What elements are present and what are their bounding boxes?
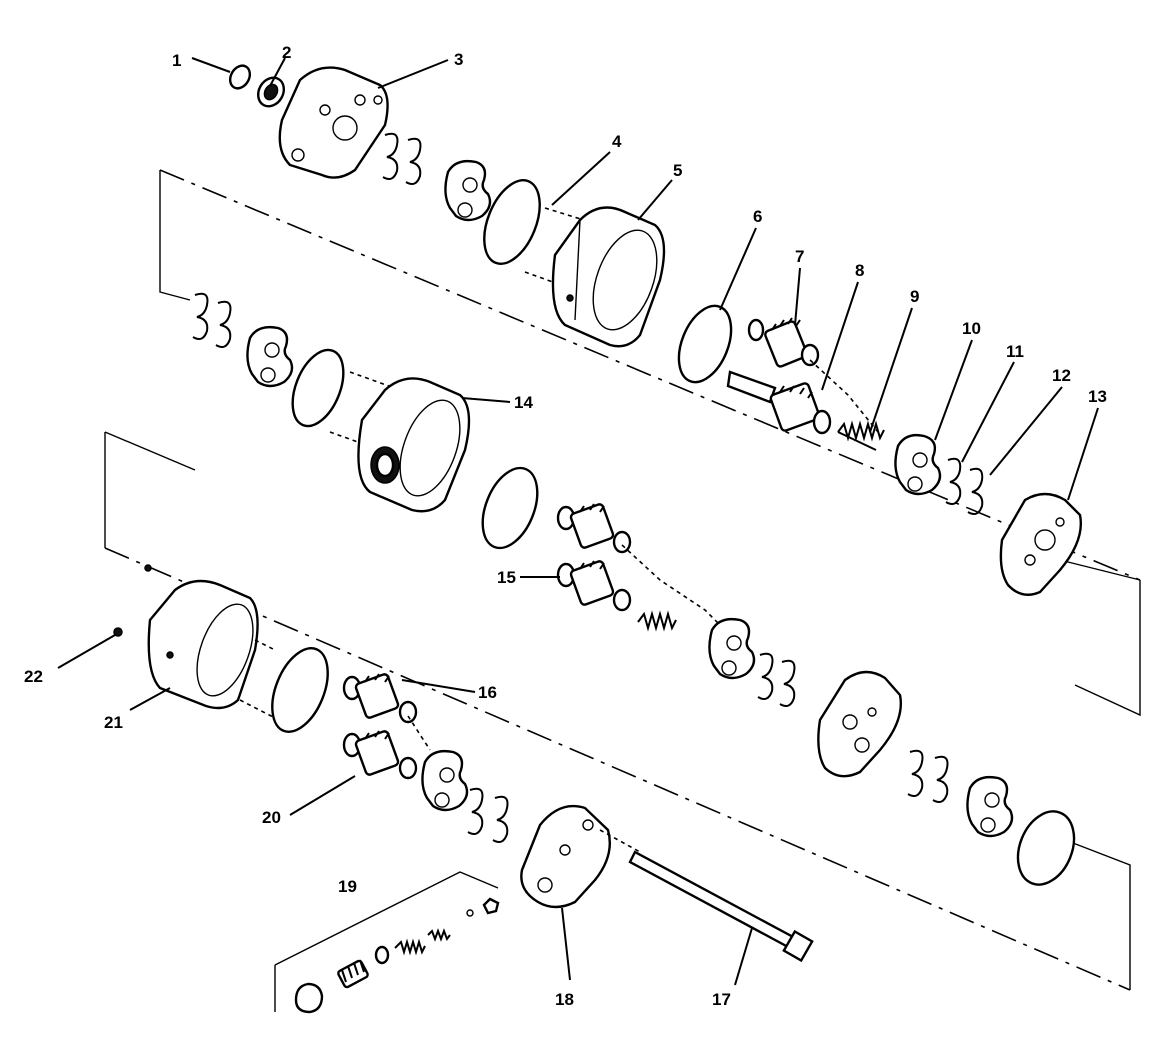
- centerline-group: [104, 169, 1141, 991]
- o-ring-middle-2: [481, 466, 539, 550]
- wear-plate-1: [444, 159, 492, 222]
- callout-20: 20: [262, 808, 281, 827]
- dowel-pin-upper: [144, 564, 152, 572]
- spring-middle: [637, 610, 677, 632]
- alignment-path-middle: [621, 544, 721, 626]
- callout-6: 6: [753, 207, 762, 226]
- bracket-right-lower: [1059, 837, 1131, 990]
- callout-18: 18: [555, 990, 574, 1009]
- drive-gear-part-7: [747, 317, 820, 368]
- seal-spring-pair-5: [467, 787, 509, 843]
- o-ring-part-4: [483, 179, 541, 265]
- bracket-right-upper-top: [1059, 559, 1141, 581]
- dowel-path-lower: [524, 271, 576, 291]
- callout-1: 1: [172, 51, 181, 70]
- callout-4: 4: [612, 132, 622, 151]
- dowel-path-upper: [544, 207, 601, 226]
- relief-valve-kit-part-19: [274, 871, 500, 1014]
- shaft-seal-part: [256, 76, 286, 108]
- seal-part-11: [945, 457, 962, 505]
- bracket-left-lower-top: [104, 431, 196, 471]
- dowel-pin-part-22: [113, 627, 123, 637]
- snap-ring-part: [228, 64, 252, 90]
- centerline-upper: [159, 169, 1141, 581]
- callout-3: 3: [454, 50, 463, 69]
- alignment-path-lower: [407, 715, 431, 751]
- bracket-right-upper: [1074, 580, 1141, 717]
- bracket-left-upper: [159, 170, 191, 301]
- seal-spring-pair-3: [757, 652, 796, 707]
- callout-17: 17: [712, 990, 731, 1009]
- mounting-cover-part: [278, 66, 389, 179]
- bushing-block-part-10: [894, 433, 942, 496]
- gear-part-16: [342, 673, 418, 724]
- callout-10: 10: [962, 319, 981, 338]
- callout-19: 19: [338, 877, 357, 896]
- gear-housing-part-21: [147, 579, 259, 710]
- dowel-path-lower-1: [254, 639, 276, 651]
- wear-plate-4: [966, 775, 1014, 838]
- tie-bolt-part-17: [628, 850, 814, 963]
- gear-housing-part-14: [357, 377, 471, 513]
- gear-housing-part-5: [551, 206, 666, 348]
- callout-15: 15: [497, 568, 516, 587]
- seal-spring-pair-4: [907, 749, 949, 803]
- spring-part-9: [837, 420, 885, 451]
- center-cover: [817, 670, 902, 778]
- gear-upper-middle: [556, 503, 632, 554]
- centerline-lower: [104, 547, 1131, 991]
- seal-spring-pair-2: [192, 292, 232, 348]
- callout-22: 22: [24, 667, 43, 686]
- gear-part-20: [342, 730, 418, 780]
- leader-lines: [57, 57, 1099, 986]
- callout-8: 8: [855, 261, 864, 280]
- callout-2: 2: [282, 43, 291, 62]
- end-cover-part-18: [520, 804, 612, 909]
- callout-5: 5: [673, 161, 682, 180]
- callout-7: 7: [795, 247, 804, 266]
- driven-gear-part-8: [726, 370, 832, 435]
- callout-9: 9: [910, 287, 919, 306]
- gear-part-15: [556, 560, 632, 612]
- o-ring-lower-left: [271, 647, 329, 733]
- callout-13: 13: [1088, 387, 1107, 406]
- dowel-path-lower-2: [239, 699, 276, 719]
- wear-plate-3: [708, 617, 756, 680]
- port-end-cover-part-13: [999, 492, 1082, 596]
- dowel-path-middle-lower: [329, 431, 381, 451]
- callout-14: 14: [514, 393, 533, 412]
- seal-part-12: [967, 467, 984, 515]
- seal-spring-pair-1: [382, 132, 422, 185]
- alignment-path-upper: [809, 359, 879, 433]
- o-ring-middle: [291, 348, 345, 428]
- callout-labels: 1 2 3 4 5 6 7 8 9 10 11 12 13 14 15 16 1…: [24, 43, 1107, 1009]
- wear-plate-2: [246, 325, 294, 388]
- callout-16: 16: [478, 683, 497, 702]
- o-ring-lower-right: [1016, 810, 1076, 886]
- callout-12: 12: [1052, 366, 1071, 385]
- callout-21: 21: [104, 713, 123, 732]
- o-ring-part-6: [677, 304, 733, 384]
- dowel-path-middle-upper: [349, 371, 401, 391]
- wear-plate-5: [421, 749, 469, 812]
- callout-11: 11: [1006, 342, 1024, 361]
